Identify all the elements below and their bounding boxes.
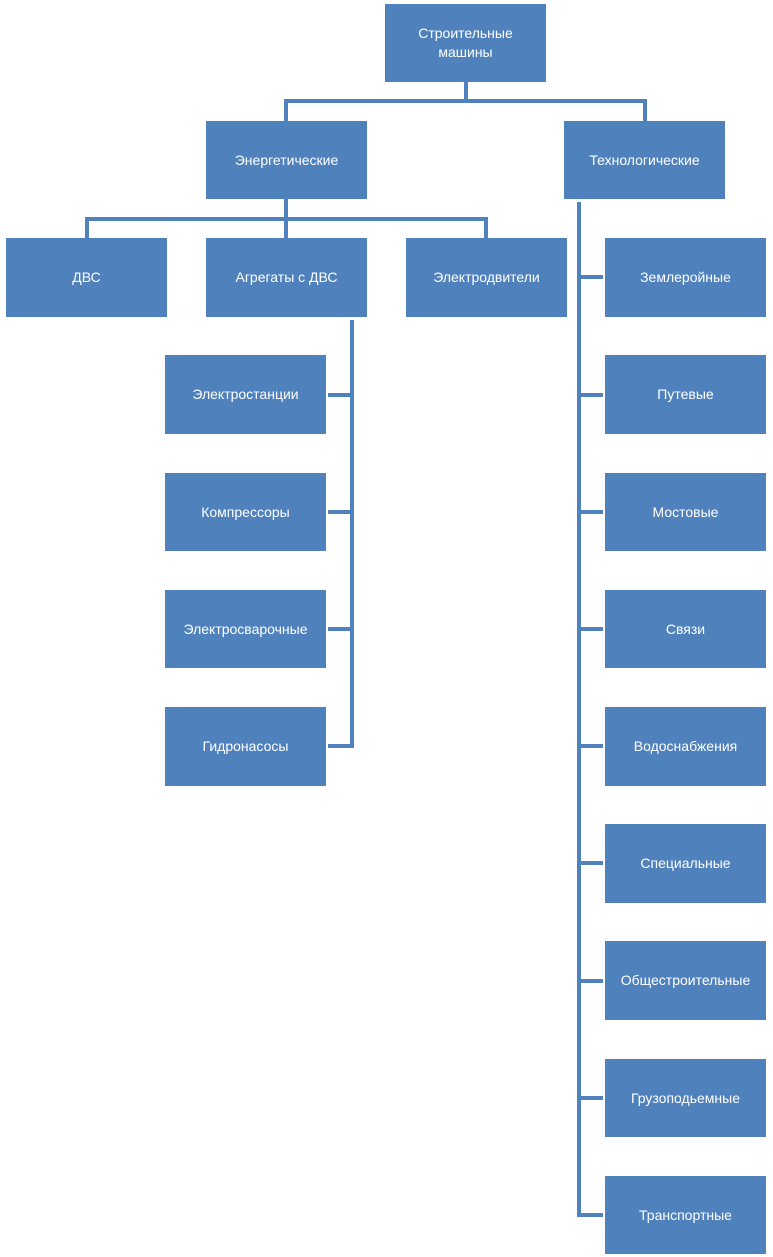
node-aggregates: Агрегаты с ДВС xyxy=(206,238,367,317)
node-root: Строительные машины xyxy=(385,4,546,82)
node-tech: Технологические xyxy=(564,121,725,199)
node-track: Путевые xyxy=(605,355,766,434)
node-powerplants: Электростанции xyxy=(165,355,326,434)
node-earthmoving: Землеройные xyxy=(605,238,766,317)
node-electromotors: Электродвители xyxy=(406,238,567,317)
node-hydropumps: Гидронасосы xyxy=(165,707,326,786)
node-transport: Транспортные xyxy=(605,1176,766,1254)
node-general-construction: Общестроительные xyxy=(605,941,766,1020)
node-energy: Энергетические xyxy=(206,121,367,199)
node-dvs: ДВС xyxy=(6,238,167,317)
node-compressors: Компрессоры xyxy=(165,473,326,551)
node-special: Специальные xyxy=(605,824,766,903)
node-welding: Электросварочные xyxy=(165,590,326,668)
node-bridge: Мостовые xyxy=(605,473,766,551)
node-communication: Связи xyxy=(605,590,766,668)
node-water-supply: Водоснабжения xyxy=(605,707,766,786)
node-lifting: Грузоподьемные xyxy=(605,1059,766,1137)
